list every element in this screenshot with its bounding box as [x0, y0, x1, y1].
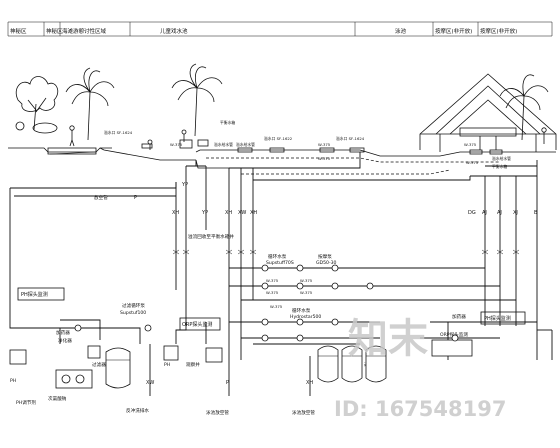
- watermark-id: ID: 167548197: [334, 397, 506, 421]
- label: 过滤循环泵: [122, 302, 145, 309]
- pipe-code: AJ: [482, 210, 487, 216]
- label: PH: [10, 378, 16, 384]
- label: 次氯酸钠: [48, 395, 67, 402]
- label: 泳池放空管: [206, 409, 229, 416]
- ph-monitor-label: PH探头监测: [21, 291, 48, 298]
- pipe-code: XH: [250, 210, 257, 216]
- chemical-tanks: [9, 345, 223, 365]
- label: Hydrostar500: [290, 314, 321, 320]
- top-equipment-labels: 溢水口 SF-1624 溢水口 SF-1622 溢水口 SF-1624 平衡水箱…: [104, 120, 511, 169]
- equip-label: 平衡水箱: [492, 164, 507, 169]
- orp-monitor-label: ORP探头监测: [182, 321, 212, 328]
- equip-label: 溢水口 SF-1624: [336, 136, 365, 141]
- equip-label: 溢水给水管: [236, 142, 255, 147]
- figure-1: [69, 125, 75, 147]
- elev-label: W-375: [300, 278, 313, 283]
- pipe-code: AJ: [497, 210, 502, 216]
- equip-label: 溢水口 SF-1624: [104, 130, 133, 135]
- chlorinator-unit: [55, 369, 93, 389]
- label: 净化器: [58, 337, 72, 344]
- pipe-code: XH: [306, 380, 313, 386]
- orp-monitor-left: ORP探头监测: [179, 317, 221, 331]
- palm-tree-1: [65, 67, 115, 141]
- pipe-code: P: [226, 380, 229, 386]
- equip-label: 溢水给水管: [492, 156, 511, 161]
- pumps: [74, 264, 459, 342]
- pipe-code: XH: [172, 210, 179, 216]
- pipe-code: XW: [146, 380, 154, 386]
- valves: [172, 249, 520, 255]
- elev-label: W-375: [270, 304, 283, 309]
- zone-label: 按摩区(非开放): [435, 27, 472, 35]
- zone-label: 神秘区: [10, 27, 27, 35]
- zone-label: 按摩区(非开放): [480, 27, 517, 35]
- watermark-logo: 知末: [348, 316, 428, 362]
- pipe-code: DG: [468, 210, 476, 216]
- label: 加药器: [452, 313, 466, 320]
- elev-label: W-375: [466, 160, 479, 165]
- inlet-fittings: [141, 139, 503, 155]
- elev-label: W-375: [266, 290, 279, 295]
- equip-label: 溢水口 SF-1622: [264, 136, 293, 141]
- watermark: 知末 ID: 167548197: [334, 316, 506, 421]
- palm-tree-3: [499, 74, 549, 141]
- zone-label: 神秘区: [46, 27, 63, 35]
- label: 循环水泵: [292, 307, 311, 314]
- elev-label: W-375: [266, 278, 279, 283]
- label: Supstuff70S: [266, 260, 294, 266]
- label: 泳池放空管: [292, 409, 315, 416]
- orp-monitor-right: ORP探头监测: [440, 331, 468, 338]
- figure-2: [181, 129, 187, 142]
- pipe-code: XW: [238, 210, 246, 216]
- pipe-network: [9, 152, 553, 396]
- ph-monitor-label: PH探头监测: [484, 315, 511, 322]
- label: 溢流回收至平衡水箱井: [188, 233, 234, 240]
- equip-label: 平衡水箱: [220, 120, 235, 125]
- zone-label: 儿童戏水池: [160, 27, 188, 35]
- label: 放空管: [94, 194, 108, 201]
- chlorinator-unit-right: [431, 339, 473, 357]
- ground-section: [8, 147, 556, 169]
- pipe-code: XH: [225, 210, 232, 216]
- equip-label: 溢水给水管: [214, 142, 233, 147]
- label: PH: [164, 362, 170, 368]
- label: 反冲洗排水: [126, 407, 149, 414]
- label: GD50-30: [316, 260, 337, 266]
- pipe-code: XJ: [513, 210, 518, 216]
- label: 按摩泵: [318, 253, 332, 260]
- orp-monitor-label: ORP探头监测: [440, 331, 468, 338]
- pipe-code: YP: [201, 210, 208, 216]
- filter-vessels: [105, 345, 387, 389]
- palm-tree-2: [171, 63, 223, 137]
- ph-monitor-left: PH探头监测: [17, 287, 65, 301]
- elev-label: W-375: [300, 290, 313, 295]
- elev-label: W-375: [170, 142, 183, 147]
- label: 加药器: [56, 329, 70, 336]
- label: PH调节剂: [16, 399, 36, 406]
- label: 过滤器: [92, 361, 106, 368]
- zone-label: 泳池: [395, 27, 407, 35]
- elevation-markers: W-375 W-375 W-375 W-375 W-375 W-375 W-37…: [170, 142, 479, 309]
- label: 循环水泵: [268, 253, 287, 260]
- ph-monitor-right: PH探头监测: [480, 311, 526, 325]
- pipe-code: P: [134, 195, 137, 201]
- pipe-code: B: [534, 210, 538, 216]
- zone-label: 海滩游憩讨性区域: [62, 27, 107, 35]
- label: 观察井: [186, 361, 200, 368]
- pipe-codes: P XH YP YP XH XW XH DG AJ AJ XJ B P XW X…: [134, 182, 538, 386]
- pavilion: [419, 73, 557, 152]
- elev-label: W-375: [464, 142, 477, 147]
- label: Supstuf100: [120, 310, 146, 316]
- elev-label: W-375: [318, 142, 331, 147]
- left-tree: [15, 76, 59, 134]
- zone-header: 神秘区 神秘区 海滩游憩讨性区域 儿童戏水池 泳池 按摩区(非开放) 按摩区(非…: [7, 21, 553, 37]
- elev-label: W-375: [318, 156, 331, 161]
- pipe-code: YP: [181, 182, 188, 188]
